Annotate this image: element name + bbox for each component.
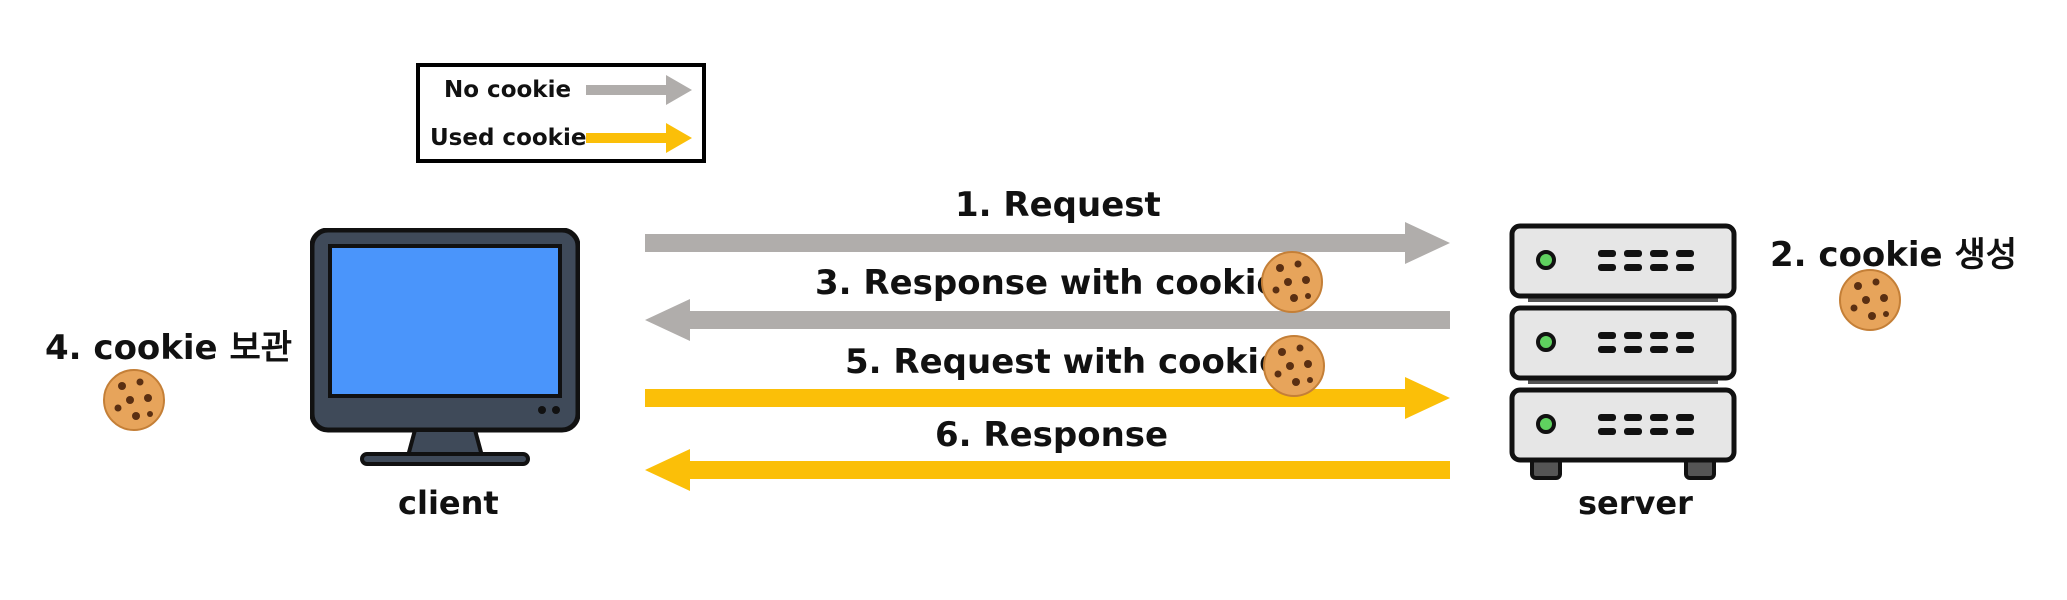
legend-row-no-cookie: No cookie (420, 75, 702, 105)
step-1-label: 1. Request (955, 185, 1161, 225)
legend-row-used-cookie: Used cookie (420, 123, 702, 153)
arrow-request-with-cookie (645, 377, 1450, 419)
cookie-icon (1263, 335, 1325, 397)
cookie-icon (1261, 251, 1323, 313)
flow-arrows (645, 222, 1450, 491)
step-5-label: 5. Request with cookie (845, 342, 1283, 382)
client-label: client (398, 484, 499, 522)
step-3-label: 3. Response with cookie (815, 263, 1280, 303)
arrow-response (645, 449, 1450, 491)
server-icon (1509, 223, 1737, 480)
monitor-icon (310, 228, 580, 466)
cookie-icon (1839, 269, 1901, 331)
legend: No cookie Used cookie (416, 63, 706, 163)
arrow-response-with-cookie (645, 299, 1450, 341)
legend-used-cookie-label: Used cookie (430, 125, 587, 151)
yellow-arrow-icon (586, 123, 692, 153)
server-label: server (1578, 484, 1693, 522)
legend-no-cookie-label: No cookie (444, 77, 572, 103)
step-4-label: 4. cookie 보관 (45, 328, 293, 368)
gray-arrow-icon (586, 75, 692, 105)
arrow-request (645, 222, 1450, 264)
step-2-label: 2. cookie 생성 (1770, 235, 2018, 275)
step-6-label: 6. Response (935, 415, 1169, 455)
cookie-icon (103, 369, 165, 431)
